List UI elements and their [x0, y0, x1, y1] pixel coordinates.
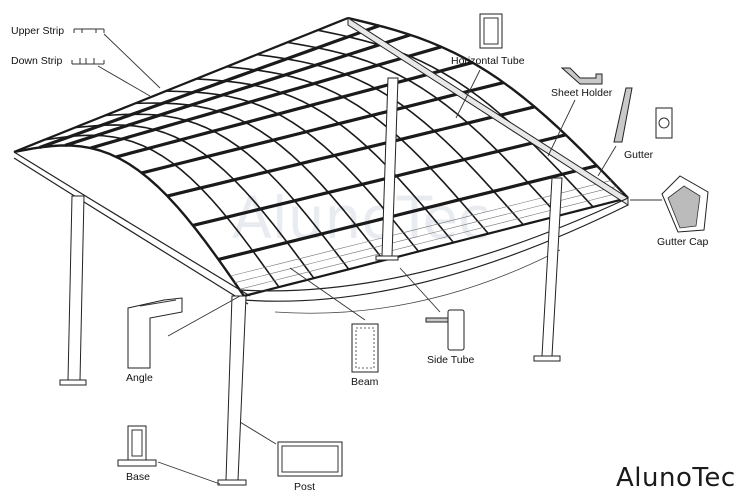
gutter-cap-label: Gutter Cap [657, 236, 709, 248]
post-callout: Post [239, 421, 343, 493]
roof-strip [39, 24, 380, 149]
roof-rafter [317, 29, 594, 208]
side-tube-label: Side Tube [427, 354, 474, 366]
upper-strip-profile-icon [73, 28, 105, 33]
down-strip-callout: Down Strip [11, 55, 151, 97]
brand-logo: AlunoTec [616, 463, 736, 493]
beam-callout: Beam [289, 267, 379, 388]
angle-callout: Angle [126, 295, 241, 384]
front-beam [239, 197, 629, 314]
horizontal-tube-profile-icon [479, 13, 503, 49]
roof-rafter [165, 90, 420, 252]
roof-strip [166, 105, 536, 198]
roof-grid [13, 16, 629, 298]
beam-label: Beam [351, 376, 379, 388]
posts [59, 77, 563, 486]
upper-strip-label: Upper Strip [11, 25, 64, 37]
watermark-text: AlunoTec [232, 184, 490, 252]
side-tube-callout: Side Tube [399, 267, 474, 366]
roof-strip [243, 196, 629, 298]
roof-strip [90, 45, 442, 150]
base-callout: Base [117, 425, 221, 485]
sheet-holder-callout: Sheet Holder [547, 67, 613, 157]
roof-sheet-edge [230, 180, 612, 277]
roof-rafter [135, 102, 385, 261]
roof-rafter [226, 65, 489, 235]
roof-rafter [13, 144, 245, 297]
roof-rafter [74, 124, 315, 279]
back-beam [13, 151, 251, 305]
gutter-cap-callout: Gutter Cap [630, 175, 709, 248]
roof-strip [64, 33, 411, 147]
down-strip-profile-icon [71, 58, 105, 65]
roof-rafter [287, 41, 559, 217]
roof-strip [13, 16, 349, 154]
roof-strip [141, 80, 504, 175]
sheet-holder-label: Sheet Holder [551, 87, 613, 99]
base-label: Base [126, 471, 150, 483]
roof-rafter [105, 113, 350, 270]
roof-rafter [44, 134, 280, 288]
sheet-holder-profile-icon [560, 67, 603, 85]
horizontal-tube-label: Horizontal Tube [451, 55, 525, 67]
horizontal-tube-callout: Horizontal Tube [451, 13, 525, 119]
gutter-label: Gutter [624, 149, 654, 161]
roof-strip [192, 133, 567, 227]
roof-rafter [196, 78, 455, 244]
roof-strip [115, 61, 473, 159]
angle-label: Angle [126, 372, 153, 384]
roof-strip [218, 164, 598, 262]
down-strip-label: Down Strip [11, 55, 63, 67]
base-part-icon [127, 425, 147, 461]
gutter-profile-icon [613, 87, 633, 143]
post-profile-icon [277, 441, 343, 477]
gutter-callout: Gutter [597, 87, 673, 177]
roof-rafter [347, 16, 629, 199]
upper-strip-callout: Upper Strip [11, 25, 161, 89]
angle-part-icon [127, 297, 183, 369]
post-label: Post [294, 481, 315, 493]
side-tube-profile-icon [447, 309, 465, 351]
